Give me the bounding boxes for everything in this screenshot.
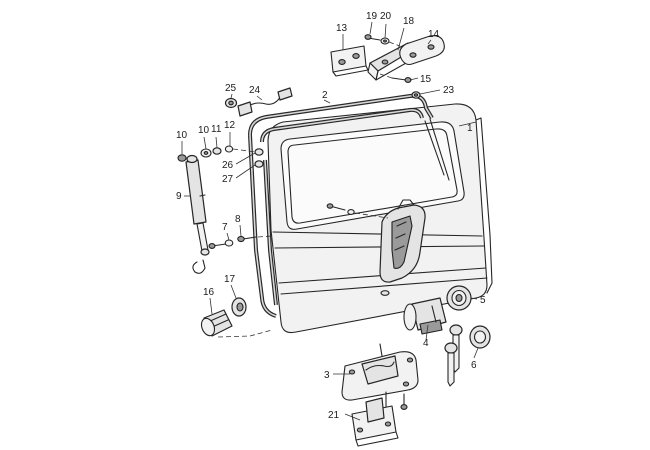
striker-plate (351, 397, 399, 447)
leader-lines (181, 21, 479, 421)
buffer-grommet (231, 297, 247, 317)
callout-4: 4 (423, 338, 429, 349)
callout-25: 25 (225, 83, 237, 94)
callout-8: 8 (235, 214, 241, 225)
striker-bolt (237, 235, 273, 243)
hinge-plate-right (399, 35, 445, 66)
callout-1: 1 (467, 123, 473, 134)
callout-23: 23 (443, 85, 455, 96)
callout-11: 11 (211, 124, 222, 135)
callout-3: 3 (324, 370, 330, 381)
callout-27: 27 (222, 174, 234, 185)
callout-9: 9 (176, 191, 182, 202)
callout-16: 16 (203, 287, 215, 298)
callout-2: 2 (322, 90, 328, 101)
window-bolt (326, 203, 389, 219)
callout-5: 5 (480, 295, 486, 306)
rubber-buffer (200, 309, 233, 337)
lock-hole (380, 290, 390, 296)
hinge-bolt (364, 34, 401, 47)
callout-15: 15 (420, 74, 432, 85)
callout-17: 17 (224, 274, 236, 285)
lock-seal-ring (469, 325, 491, 349)
callout-20: 20 (380, 11, 392, 22)
lock-cylinder (403, 297, 447, 335)
callout-19: 19 (366, 11, 378, 22)
callout-labels: 1 2 3 4 5 6 7 8 9 10 10 11 12 13 14 15 1… (176, 11, 486, 421)
callout-21: 21 (328, 410, 340, 421)
callout-14: 14 (428, 29, 440, 40)
tailgate-seal (248, 93, 434, 318)
callout-10b: 10 (198, 125, 210, 136)
callout-10a: 10 (176, 130, 188, 141)
callout-7: 7 (222, 222, 228, 233)
buffer-guide (217, 329, 273, 338)
lock-bezel (446, 285, 472, 311)
ignition-keys (444, 324, 463, 387)
callout-12: 12 (224, 120, 236, 131)
callout-18: 18 (403, 16, 415, 27)
callout-13: 13 (336, 23, 348, 34)
hinge-screw (379, 73, 412, 83)
grommet (224, 97, 238, 109)
callout-24: 24 (249, 85, 261, 96)
callout-26: 26 (222, 160, 234, 171)
strut-lower-bolt (208, 239, 234, 249)
retaining-clip (192, 259, 206, 274)
hinge-nut (411, 91, 421, 99)
callout-6: 6 (471, 360, 477, 371)
wiring-harness (237, 87, 293, 117)
gas-strut (185, 154, 210, 256)
hinge-plate (330, 45, 369, 77)
latch-housing (379, 199, 426, 283)
strut-top-fixings (177, 145, 264, 168)
latch-mechanism (341, 343, 419, 401)
